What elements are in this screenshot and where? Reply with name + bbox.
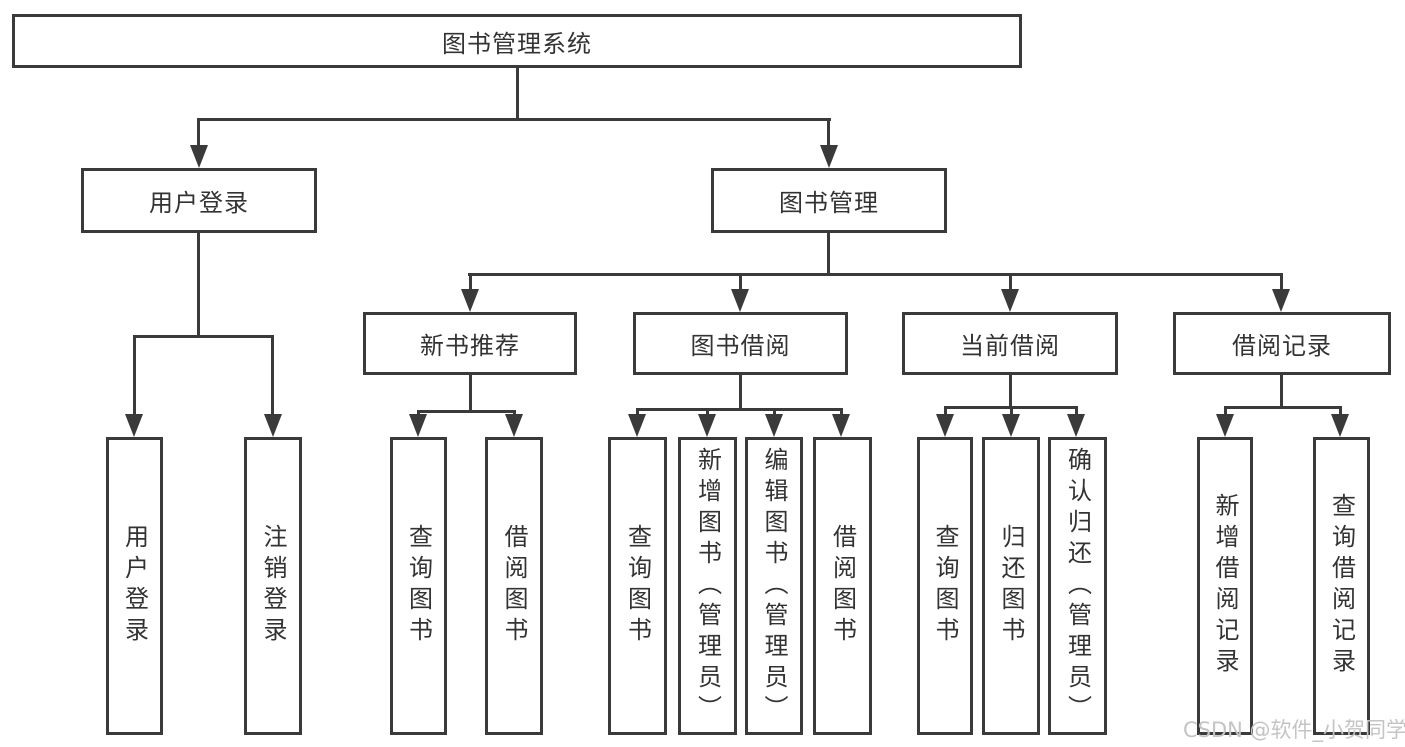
arrow-down-icon — [936, 414, 954, 437]
node-label: 图书管理系统 — [442, 29, 592, 58]
arrow-down-icon — [1067, 414, 1085, 437]
arrow-down-icon — [1331, 414, 1349, 437]
arrow-down-icon — [1001, 289, 1019, 312]
leaf-label: 注销登录 — [259, 524, 287, 648]
connector-rail — [1224, 406, 1342, 409]
connector-drop — [739, 273, 742, 293]
arrow-down-icon — [190, 145, 208, 168]
leaf-query-books: 查询图书 — [917, 437, 973, 735]
connector-stem — [197, 233, 200, 335]
arrow-down-icon — [731, 289, 749, 312]
connector-drop — [827, 118, 830, 148]
leaf-query-borrow-record: 查询借阅记录 — [1313, 437, 1370, 735]
leaf-label: 新增图书（管理员） — [693, 446, 722, 726]
connector-drop — [636, 408, 639, 419]
arrow-down-icon — [505, 414, 523, 437]
node-label: 新书推荐 — [420, 332, 520, 360]
node-label: 图书管理 — [779, 189, 879, 217]
node-user-login: 用户登录 — [81, 168, 317, 233]
leaf-label: 借阅图书 — [828, 524, 857, 648]
connector-stem — [1009, 375, 1012, 406]
node-book-borrowing: 图书借阅 — [633, 312, 848, 375]
connector-drop — [133, 335, 136, 417]
leaf-logout: 注销登录 — [244, 437, 302, 735]
connector-drop — [840, 408, 843, 419]
connector-drop — [271, 335, 274, 417]
arrow-down-icon — [461, 289, 479, 312]
arrow-down-icon — [409, 414, 427, 437]
node-current-borrowing: 当前借阅 — [902, 312, 1118, 375]
arrow-down-icon — [264, 414, 282, 437]
connector-stem — [739, 375, 742, 408]
node-label: 用户登录 — [149, 189, 249, 217]
arrow-down-icon — [1216, 414, 1234, 437]
node-label: 图书借阅 — [690, 332, 791, 360]
leaf-add-books-admin: 新增图书（管理员） — [678, 437, 737, 735]
node-root-library-system: 图书管理系统 — [12, 14, 1022, 68]
arrow-down-icon — [1002, 414, 1020, 437]
connector-drop — [469, 273, 472, 293]
connector-drop — [1224, 406, 1227, 419]
node-book-management: 图书管理 — [711, 168, 947, 233]
leaf-label: 查询借阅记录 — [1327, 493, 1356, 679]
leaf-label: 查询图书 — [404, 524, 433, 648]
connector-level3-rail — [468, 273, 1283, 276]
connector-drop — [197, 118, 200, 148]
leaf-add-borrow-record: 新增借阅记录 — [1197, 437, 1253, 735]
connector-stem — [469, 375, 472, 410]
node-new-book-recommend: 新书推荐 — [363, 312, 577, 375]
leaf-label: 归还图书 — [997, 524, 1025, 648]
node-label: 借阅记录 — [1232, 332, 1332, 360]
connector-drop — [773, 408, 776, 419]
leaf-confirm-return-admin: 确认归还（管理员） — [1048, 437, 1107, 735]
connector-drop — [1075, 406, 1078, 419]
arrow-down-icon — [765, 414, 783, 437]
leaf-query-books: 查询图书 — [390, 437, 447, 735]
connector-drop — [1339, 406, 1342, 419]
leaf-edit-books-admin: 编辑图书（管理员） — [745, 437, 803, 735]
leaf-label: 借阅图书 — [500, 524, 528, 648]
leaf-user-login: 用户登录 — [106, 437, 163, 735]
connector-drop — [944, 406, 947, 419]
connector-rail — [636, 408, 843, 411]
connector-rail — [133, 335, 274, 338]
node-label: 当前借阅 — [960, 332, 1060, 360]
connector-drop — [1010, 406, 1013, 419]
leaf-borrow-books: 借阅图书 — [813, 437, 872, 735]
leaf-label: 查询图书 — [623, 524, 652, 648]
leaf-query-books: 查询图书 — [608, 437, 667, 735]
connector-drop — [706, 408, 709, 419]
node-borrowing-records: 借阅记录 — [1173, 312, 1391, 375]
connector-stem — [1280, 375, 1283, 406]
leaf-return-books: 归还图书 — [982, 437, 1040, 735]
csdn-watermark: CSDN @软件_小贺同学 — [1183, 718, 1405, 742]
leaf-label: 查询图书 — [931, 524, 959, 648]
leaf-label: 编辑图书（管理员） — [760, 446, 788, 726]
arrow-down-icon — [698, 414, 716, 437]
arrow-down-icon — [820, 145, 838, 168]
leaf-borrow-books: 借阅图书 — [485, 437, 543, 735]
connector-rail — [417, 410, 516, 413]
connector-level2-rail — [197, 118, 831, 121]
connector-drop — [1280, 273, 1283, 293]
arrow-down-icon — [832, 414, 850, 437]
arrow-down-icon — [1272, 289, 1290, 312]
leaf-label: 用户登录 — [120, 524, 149, 648]
leaf-label: 确认归还（管理员） — [1063, 446, 1092, 726]
leaf-label: 新增借阅记录 — [1211, 493, 1239, 679]
arrow-down-icon — [628, 414, 646, 437]
connector-drop — [1009, 273, 1012, 293]
connector-stem — [827, 233, 830, 273]
connector-root-stem — [516, 68, 519, 118]
arrow-down-icon — [125, 414, 143, 437]
